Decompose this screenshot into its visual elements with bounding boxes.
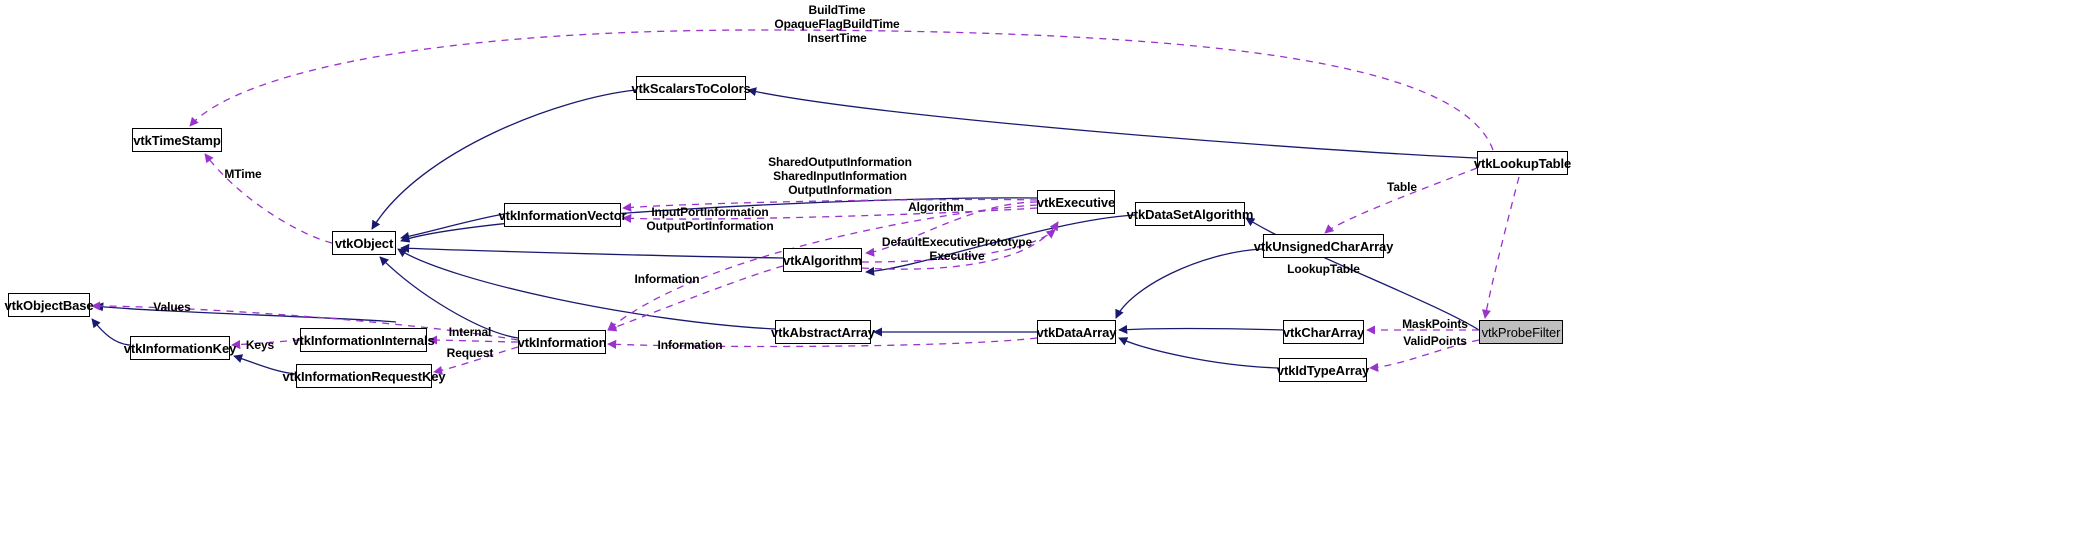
class-node-vtkAlgorithm[interactable]: vtkAlgorithm bbox=[783, 248, 862, 272]
edge-label-internal: Internal bbox=[448, 325, 492, 339]
edge-label-information-lower: Information bbox=[657, 338, 723, 352]
edge-label-information-upper: Information bbox=[634, 272, 700, 286]
edge-label-algorithm: Algorithm bbox=[908, 200, 964, 214]
class-node-vtkExecutive[interactable]: vtkExecutive bbox=[1037, 190, 1115, 214]
class-node-vtkLookupTable[interactable]: vtkLookupTable bbox=[1474, 151, 1571, 175]
class-node-vtkAbstractArray[interactable]: vtkAbstractArray bbox=[771, 320, 875, 344]
edge-label-request: Request bbox=[446, 346, 494, 360]
edge-label-table: Table bbox=[1387, 180, 1417, 194]
class-node-vtkObjectBase[interactable]: vtkObjectBase bbox=[4, 293, 94, 317]
class-node-vtkDataSetAlgorithm[interactable]: vtkDataSetAlgorithm bbox=[1127, 202, 1253, 226]
class-node-vtkDataArray[interactable]: vtkDataArray bbox=[1037, 320, 1116, 344]
edge-label-mtime: MTime bbox=[224, 167, 262, 181]
class-node-vtkInformationVector[interactable]: vtkInformationVector bbox=[498, 203, 627, 227]
edge-label-lookup-table: LookupTable bbox=[1287, 262, 1360, 276]
class-node-vtkInformation[interactable]: vtkInformation bbox=[518, 330, 607, 354]
class-node-vtkProbeFilter[interactable]: vtkProbeFilter bbox=[1479, 320, 1563, 344]
edge-label-valid-points: ValidPoints bbox=[1403, 334, 1467, 348]
class-node-vtkCharArray[interactable]: vtkCharArray bbox=[1283, 320, 1364, 344]
class-node-vtkUnsignedCharArray[interactable]: vtkUnsignedCharArray bbox=[1254, 234, 1393, 258]
class-node-vtkInformationKey[interactable]: vtkInformationKey bbox=[124, 336, 236, 360]
class-node-vtkObject[interactable]: vtkObject bbox=[332, 231, 396, 255]
class-node-vtkTimeStamp[interactable]: vtkTimeStamp bbox=[132, 128, 222, 152]
edge-label-values: Values bbox=[153, 300, 191, 314]
class-node-vtkInformationRequestKey[interactable]: vtkInformationRequestKey bbox=[282, 364, 446, 388]
edge-label-keys: Keys bbox=[245, 338, 275, 352]
class-node-vtkScalarsToColors[interactable]: vtkScalarsToColors bbox=[631, 76, 751, 100]
edge-label-mask-points: MaskPoints bbox=[1402, 317, 1468, 331]
class-node-vtkIdTypeArray[interactable]: vtkIdTypeArray bbox=[1277, 358, 1369, 382]
class-node-vtkInformationInternals[interactable]: vtkInformationInternals bbox=[292, 328, 435, 352]
